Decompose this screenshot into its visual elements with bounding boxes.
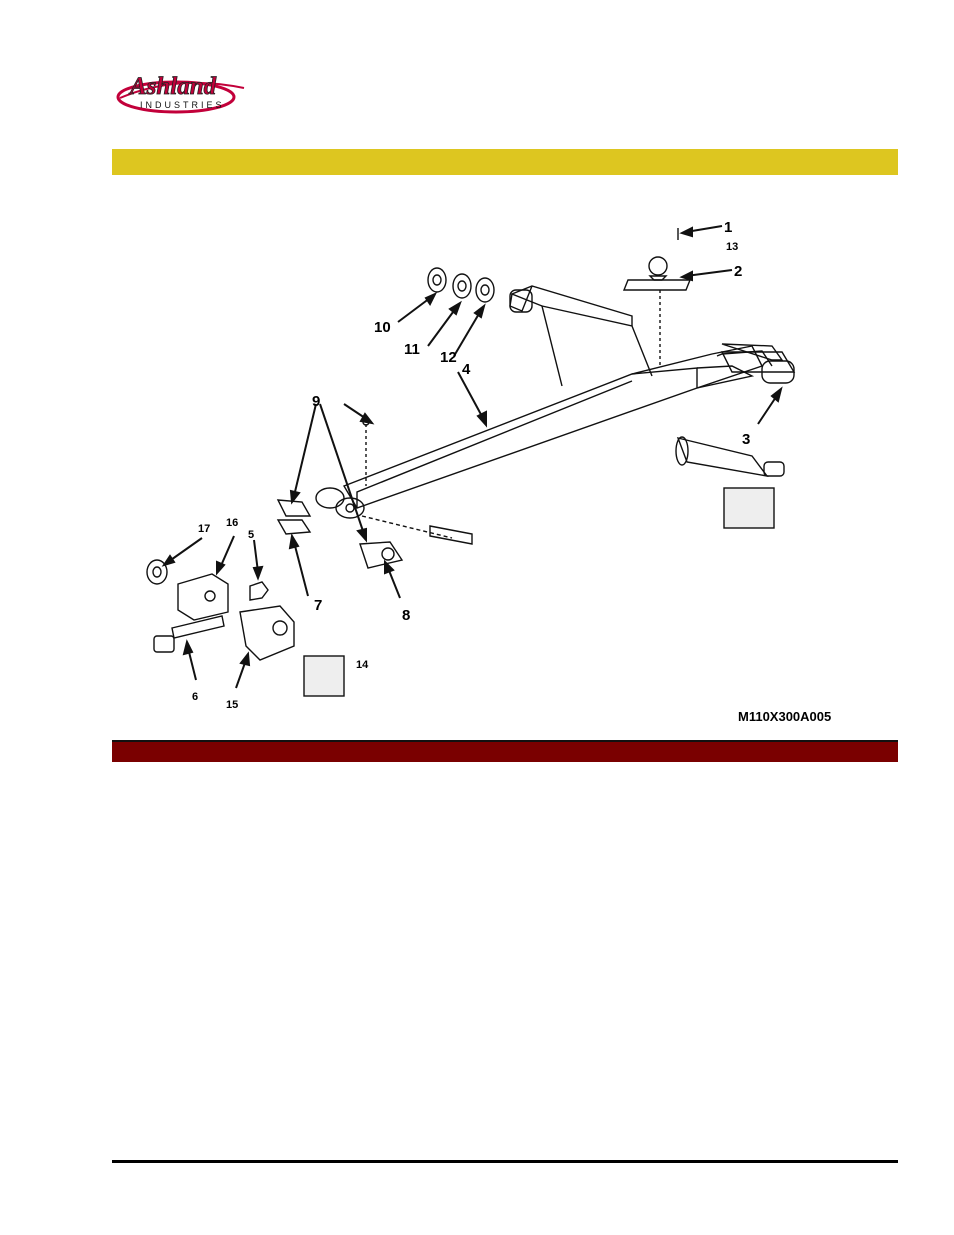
- label-11: 11: [404, 341, 420, 358]
- label-8: 8: [402, 607, 410, 624]
- section-band: [112, 740, 898, 762]
- label-9: 9: [312, 393, 320, 410]
- label-3: 3: [742, 431, 750, 448]
- header-band: [112, 149, 898, 175]
- footer-rule: [112, 1160, 898, 1163]
- diagram-code: M110X300A005: [738, 709, 831, 724]
- label-4: 4: [462, 361, 471, 378]
- logo-brand: Ashland: [128, 73, 217, 100]
- label-1: 1: [724, 219, 732, 236]
- logo-sub: INDUSTRIES: [140, 100, 225, 110]
- label-13: 13: [726, 241, 738, 253]
- label-5: 5: [248, 529, 254, 541]
- label-7: 7: [314, 597, 322, 614]
- ashland-logo: Ashland INDUSTRIES: [116, 64, 248, 118]
- label-15: 15: [226, 699, 238, 711]
- label-6: 6: [192, 691, 198, 703]
- axle-exploded-diagram: 1 2 3 4 5 6 7 8 9 10 11 12 13 14 15 16 1…: [112, 176, 898, 736]
- label-10: 10: [374, 319, 391, 336]
- label-12: 12: [440, 349, 457, 366]
- label-16: 16: [226, 517, 238, 529]
- label-2: 2: [734, 263, 742, 280]
- label-14: 14: [356, 659, 369, 671]
- label-17: 17: [198, 523, 210, 535]
